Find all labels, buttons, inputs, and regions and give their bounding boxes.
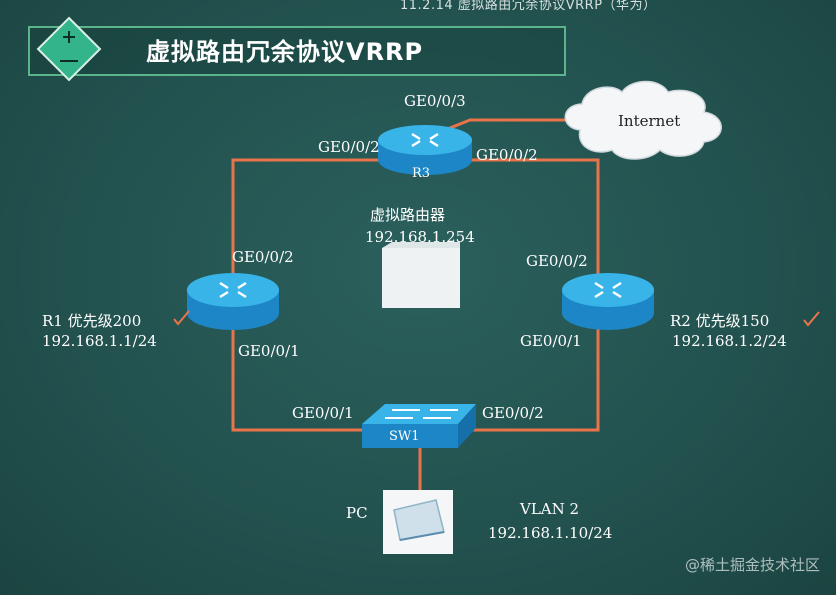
virtual-router-ip: 192.168.1.254 — [365, 228, 475, 246]
port-sw1-right: GE0/0/2 — [482, 404, 544, 422]
link-r3-internet — [444, 118, 575, 132]
virtual-router-name: 虚拟路由器 — [370, 206, 446, 224]
virtual-router-icon — [382, 242, 460, 308]
port-sw1-left: GE0/0/1 — [292, 404, 354, 422]
port-r3-right: GE0/0/2 — [476, 146, 538, 164]
title-bar — [28, 26, 566, 76]
watermark: @稀土掘金技术社区 — [684, 556, 820, 574]
internet-label: Internet — [618, 112, 681, 130]
switch-icon — [362, 404, 476, 448]
check-icon-r2 — [803, 311, 820, 327]
port-r1-bottom: GE0/0/1 — [238, 342, 300, 360]
top-caption: 11.2.14 虚拟路由冗余协议VRRP（华为） — [400, 0, 657, 13]
r1-ip: 192.168.1.1/24 — [42, 332, 157, 350]
pc-icon — [383, 490, 453, 554]
check-icon-r1 — [173, 310, 190, 326]
port-r1-top: GE0/0/2 — [232, 248, 294, 266]
pc-vlan: VLAN 2 — [520, 500, 580, 518]
link-r1-sw1 — [231, 320, 372, 432]
r3-label: R3 — [412, 166, 431, 181]
router-icon-r2 — [562, 273, 654, 330]
sw1-label: SW1 — [389, 429, 420, 444]
pc-ip: 192.168.1.10/24 — [488, 524, 613, 542]
router-icon-r1 — [187, 273, 279, 330]
r2-name: R2 优先级150 — [670, 312, 770, 330]
r1-name: R1 优先级200 — [42, 312, 142, 330]
link-r3-r1 — [231, 158, 380, 285]
router-icon-r3 — [378, 125, 472, 175]
port-r2-bottom: GE0/0/1 — [520, 332, 582, 350]
cloud-icon — [564, 80, 722, 160]
port-r2-top: GE0/0/2 — [526, 252, 588, 270]
pc-label: PC — [346, 504, 368, 522]
link-r3-r2 — [470, 158, 600, 285]
page-title: 虚拟路由冗余协议VRRP — [146, 38, 424, 66]
links — [231, 118, 600, 492]
port-r3-ge003: GE0/0/3 — [404, 92, 466, 110]
plus-minus-icon — [36, 16, 102, 82]
link-r2-sw1 — [470, 320, 600, 432]
r2-ip: 192.168.1.2/24 — [672, 332, 787, 350]
port-r3-left: GE0/0/2 — [318, 138, 380, 156]
